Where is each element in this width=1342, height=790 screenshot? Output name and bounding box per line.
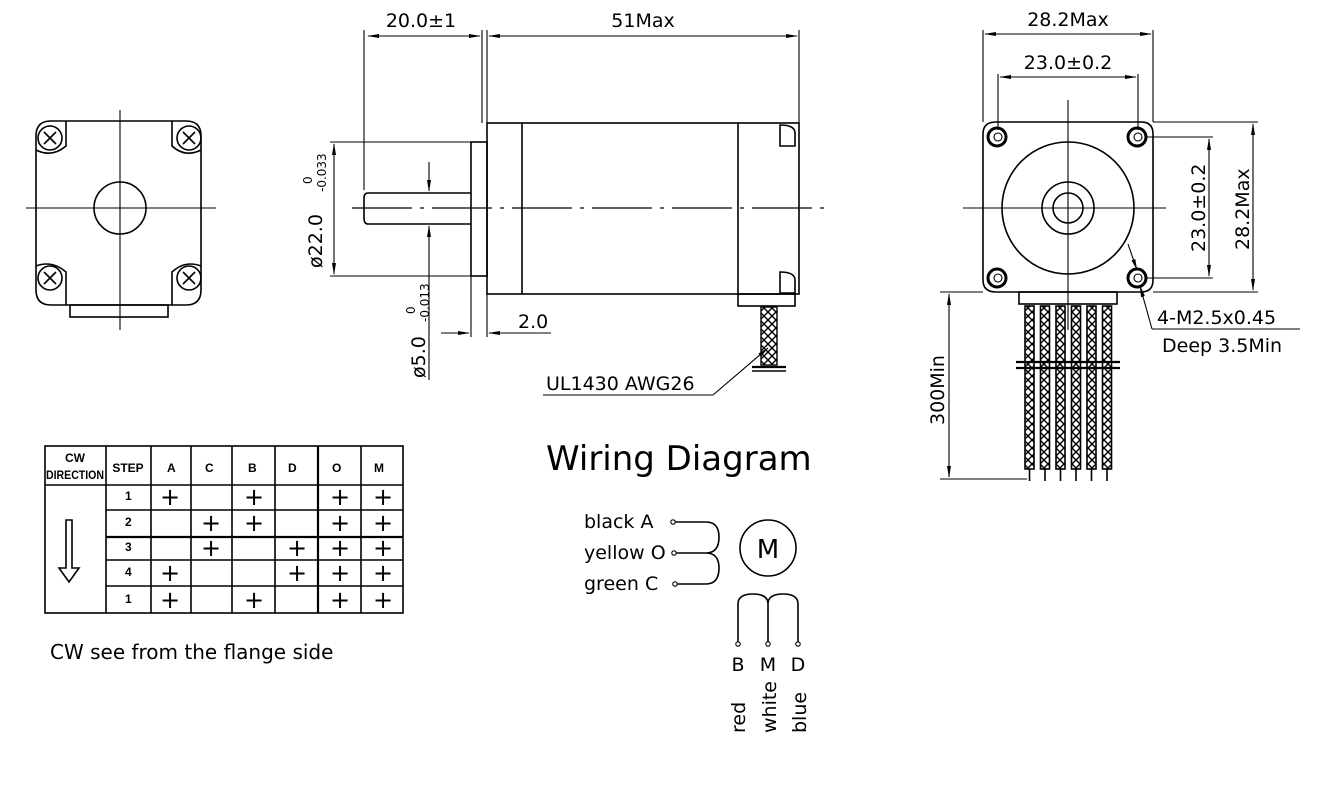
cell-a: + [160,586,180,614]
header-direction: DIRECTION [46,468,104,482]
mount-hole-icon [986,126,1008,148]
cell-b: + [244,509,264,537]
table-row: 1 + + + + [125,483,393,511]
lead-wire [1070,305,1082,470]
wiring-diagram: Wiring Diagram black A yellow O green C … [546,439,812,733]
cell-b: + [244,483,264,511]
body-length-dimension: 51Max [611,10,674,32]
lead-color-white: white [759,681,781,733]
cable-icon [760,306,778,366]
cell-m: + [373,559,393,587]
cell-m: + [373,483,393,511]
cell-a: + [160,483,180,511]
terminal-m: M [760,654,776,676]
cell-c: + [201,509,221,537]
hole-spacing-horizontal-dimension: 23.0±0.2 [1024,52,1112,74]
svg-text:0: 0 [404,306,418,314]
lead-color-blue: blue [789,692,811,733]
svg-text:M: M [757,535,779,565]
cell-m: + [373,534,393,562]
header-b: B [248,461,257,475]
screw-icon [171,263,202,305]
step-number: 4 [125,565,132,579]
step-number: 1 [125,489,132,503]
table-row: 1 + + + + [125,586,393,614]
pilot-diameter-dimension: ø22.0 [305,214,327,268]
table-row: 4 + + + + [125,559,393,587]
cell-d: + [287,559,307,587]
hole-spacing-vertical-dimension: 23.0±0.2 [1188,164,1210,252]
overall-height-dimension: 28.2Max [1232,168,1254,250]
cell-m: + [373,586,393,614]
lead-label-yellow-o: yellow O [584,542,666,564]
mount-hole-icon [986,267,1008,289]
table-row: 2 + + + + [125,509,393,537]
cell-o: + [330,559,350,587]
cell-m: + [373,509,393,537]
header-step: STEP [112,461,143,475]
header-m: M [374,461,384,475]
shaft-diameter-dimension: ø5.0 [408,336,430,378]
terminal-d: D [791,654,806,676]
screw-icon [35,263,67,305]
header-cw: CW [65,451,86,465]
rear-view: 28.2Max 23.0±0.2 23.0±0.2 28.2Max 4-M2.5… [927,9,1300,481]
header-a: A [167,461,176,475]
lead-wire [1024,305,1035,470]
down-arrow-icon [57,519,81,584]
cable-spec-label: UL1430 AWG26 [546,373,695,395]
lead-wires [1024,305,1113,481]
lead-wire [1055,305,1066,470]
lead-wire [1039,305,1051,470]
cell-b: + [244,586,264,614]
lead-wire [1086,305,1097,470]
pilot-depth-dimension: 2.0 [518,311,548,333]
svg-text:-0.033: -0.033 [315,153,329,192]
side-view: 20.0±1 51Max ø22.0 0 -0.033 ø5.0 0 -0.01… [301,10,826,396]
lead-length-dimension: 300Min [927,355,949,425]
screw-icon [35,121,67,154]
header-c: C [205,461,214,475]
cell-c: + [201,534,221,562]
thread-depth-label: Deep 3.5Min [1162,335,1282,357]
terminal-b: B [731,654,744,676]
cell-a: + [160,559,180,587]
shaft-length-dimension: 20.0±1 [386,10,456,32]
header-d: D [288,461,297,475]
step-number: 1 [125,592,132,606]
header-o: O [332,461,341,475]
mount-hole-icon [1126,126,1148,148]
table-row: 3 + + + + [125,534,393,562]
step-sequence-table: CW DIRECTION STEP A C B D O M 1++++2++++… [44,445,404,664]
coil-a-c-icon [675,521,720,585]
table-caption: CW see from the flange side [50,640,333,664]
overall-width-dimension: 28.2Max [1027,9,1109,31]
wiring-title: Wiring Diagram [546,439,812,479]
step-number: 2 [125,515,132,529]
mount-hole-icon [1126,267,1148,289]
cell-o: + [330,534,350,562]
cell-o: + [330,483,350,511]
svg-text:-0.013: -0.013 [418,283,432,322]
cell-o: + [330,509,350,537]
thread-spec-label: 4-M2.5x0.45 [1157,307,1276,329]
lead-label-green-c: green C [584,573,658,595]
cell-o: + [330,586,350,614]
step-number: 3 [125,540,132,554]
svg-text:0: 0 [301,176,315,184]
coil-b-d-icon [737,593,799,642]
motor-symbol [739,519,797,577]
front-view-left [26,110,216,330]
screw-icon [171,121,202,154]
lead-label-black-a: black A [584,511,653,533]
lead-wire [1101,305,1113,470]
cell-d: + [287,534,307,562]
lead-color-red: red [728,702,750,733]
